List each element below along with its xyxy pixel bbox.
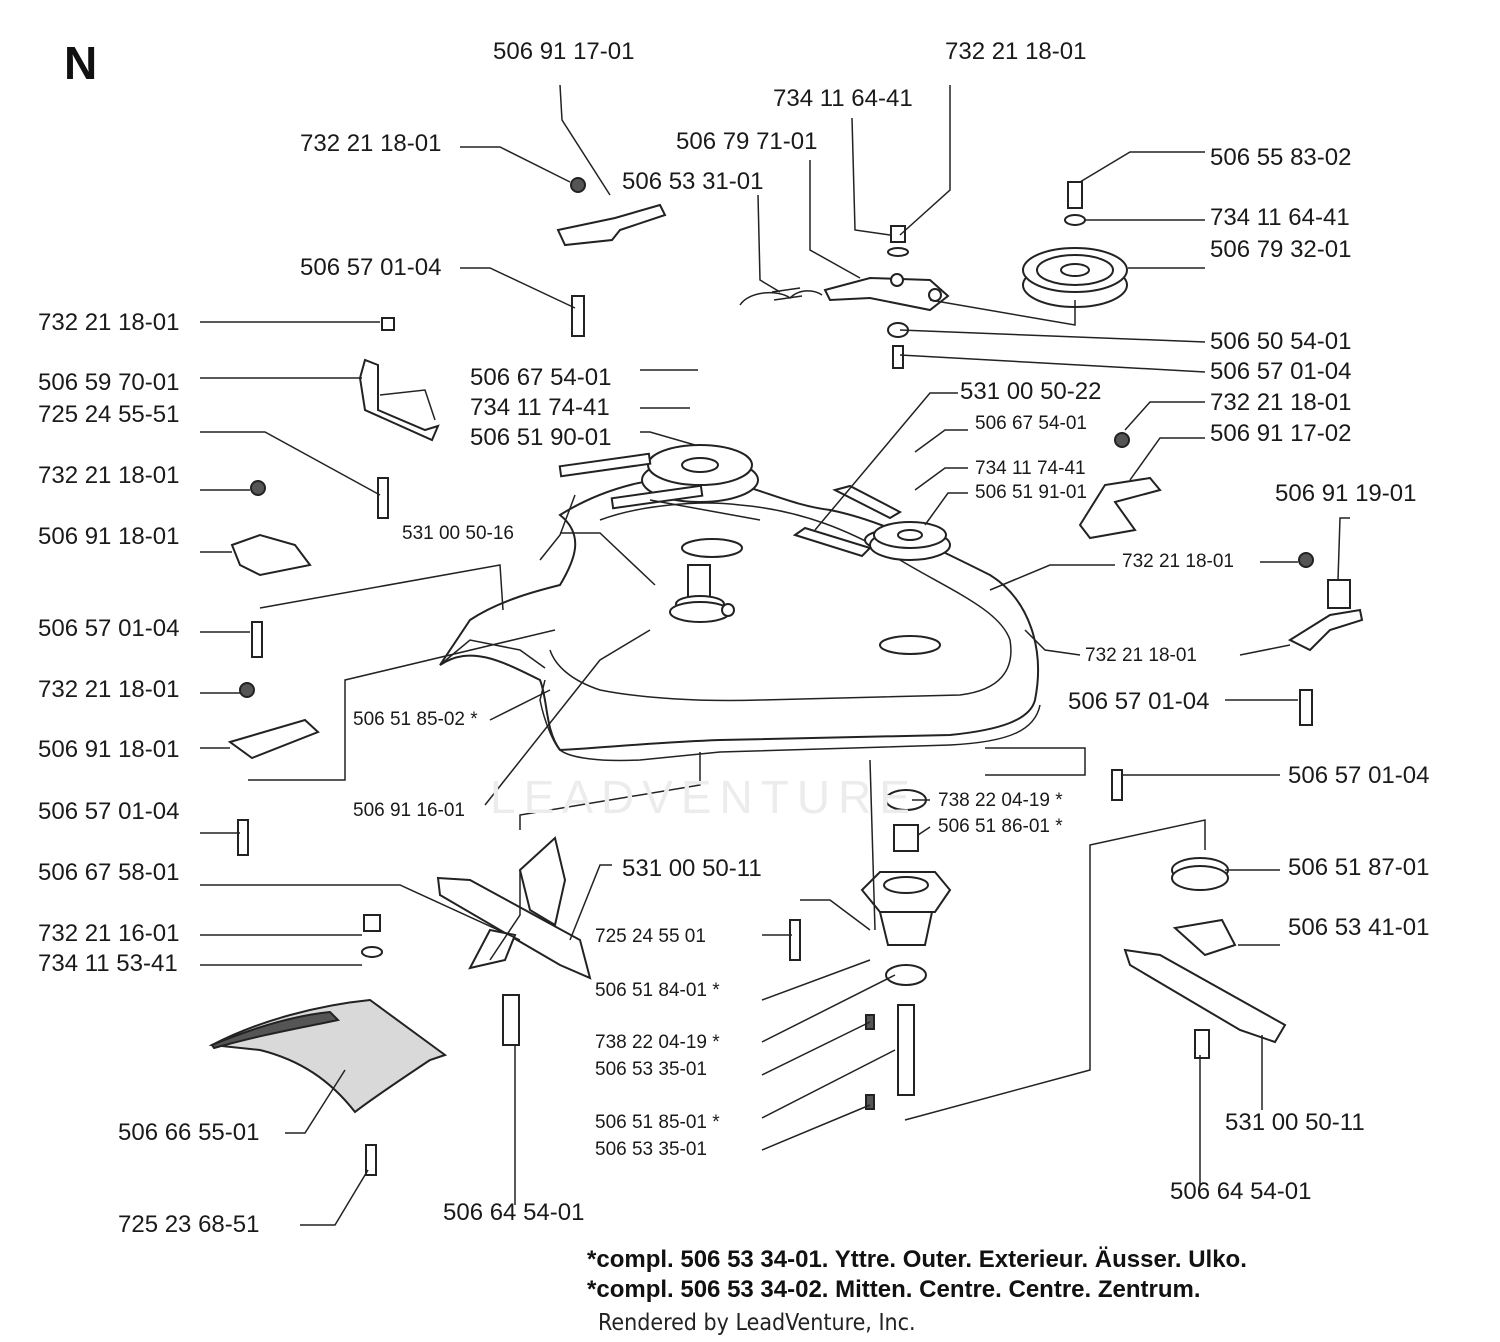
part-label: 531 00 50-16 <box>402 523 514 544</box>
part-label: 506 57 01-04 <box>1288 762 1430 789</box>
part-label: 506 51 84-01 * <box>595 980 720 1001</box>
part-label: 732 21 18-01 <box>38 462 180 489</box>
leader-lines <box>200 84 1350 1226</box>
idler-pulley <box>1022 181 1128 308</box>
right-pulley <box>792 484 951 561</box>
part-label: 732 21 18-01 <box>1122 551 1234 572</box>
part-label: 506 53 35-01 <box>595 1139 707 1160</box>
footnote-centre: *compl. 506 53 34-02. Mitten. Centre. Ce… <box>587 1276 1201 1303</box>
part-label: 506 57 01-04 <box>300 254 442 281</box>
part-label: 506 51 86-01 * <box>938 816 1063 837</box>
part-label: 506 57 01-04 <box>38 615 180 642</box>
bracket-506-91-18-01-lower <box>227 682 320 856</box>
part-label: 506 55 83-02 <box>1210 144 1352 171</box>
part-label: 531 00 50-11 <box>1225 1109 1365 1136</box>
part-label: 732 21 18-01 <box>300 130 442 157</box>
top-left-bracket <box>556 177 667 337</box>
part-label: 506 53 41-01 <box>1288 914 1430 941</box>
part-label: 732 21 18-01 <box>1210 389 1352 416</box>
bracket-506-91-17-02 <box>1078 432 1162 540</box>
part-label: 506 79 32-01 <box>1210 236 1352 263</box>
part-label: 732 21 18-01 <box>38 309 180 336</box>
part-label: 506 53 35-01 <box>595 1059 707 1080</box>
part-label: 531 00 50-11 <box>622 855 762 882</box>
part-label: 506 91 18-01 <box>38 523 180 550</box>
part-label: 725 24 55 01 <box>595 926 706 947</box>
part-label: 506 67 54-01 <box>470 364 612 391</box>
part-label: 506 51 91-01 <box>975 482 1087 503</box>
part-label: 506 51 87-01 <box>1288 854 1430 881</box>
center-spindle <box>669 564 735 623</box>
part-label: 732 21 16-01 <box>38 920 180 947</box>
deflector-shield <box>208 914 448 1176</box>
bracket-506-59-70-01 <box>358 317 440 519</box>
part-label: 738 22 04-19 * <box>938 790 1063 811</box>
part-label: 531 00 50-22 <box>960 378 1102 405</box>
part-label: 506 67 54-01 <box>975 413 1087 434</box>
part-label: 506 79 71-01 <box>676 128 818 155</box>
part-label: 506 64 54-01 <box>443 1199 585 1226</box>
part-label: 734 11 64-41 <box>773 85 913 112</box>
render-credit: Rendered by LeadVenture, Inc. <box>598 1310 916 1336</box>
watermark: LEADVENTURE <box>490 771 918 823</box>
section-letter: N <box>64 37 98 89</box>
part-label: 734 11 53-41 <box>38 950 178 977</box>
part-label: 734 11 64-41 <box>1210 204 1350 231</box>
footnote-outer: *compl. 506 53 34-01. Yttre. Outer. Exte… <box>587 1246 1247 1273</box>
part-label: 506 50 54-01 <box>1210 328 1352 355</box>
mower-deck-housing <box>439 476 1041 762</box>
idler-arm <box>739 225 950 369</box>
part-label: 506 57 01-04 <box>38 798 180 825</box>
part-label: 506 64 54-01 <box>1170 1178 1312 1205</box>
part-label: 506 91 19-01 <box>1275 480 1417 507</box>
part-label: 506 91 16-01 <box>353 800 465 821</box>
left-pulley <box>558 444 761 521</box>
part-label: 506 57 01-04 <box>1210 358 1352 385</box>
left-blade <box>436 836 592 1046</box>
part-label: 732 21 18-01 <box>945 38 1087 65</box>
right-blade <box>1123 857 1287 1059</box>
part-label: 725 24 55-51 <box>38 401 180 428</box>
part-label: 506 51 85-02 * <box>353 709 478 730</box>
part-label: 506 91 17-01 <box>493 38 635 65</box>
part-label: 506 59 70-01 <box>38 369 180 396</box>
part-label: 734 11 74-41 <box>975 458 1086 479</box>
part-label: 506 53 31-01 <box>622 168 764 195</box>
part-label: 506 91 18-01 <box>38 736 180 763</box>
part-label: 506 57 01-04 <box>1068 688 1210 715</box>
part-label: 725 23 68-51 <box>118 1211 260 1238</box>
bracket-506-91-18-01-upper <box>230 480 312 658</box>
part-label: 506 66 55-01 <box>118 1119 260 1146</box>
part-label: 506 67 58-01 <box>38 859 180 886</box>
part-label: 732 21 18-01 <box>1085 645 1197 666</box>
part-label: 506 51 90-01 <box>470 424 612 451</box>
part-label: 506 51 85-01 * <box>595 1112 720 1133</box>
part-label: 734 11 74-41 <box>470 394 610 421</box>
part-label: 506 91 17-02 <box>1210 420 1352 447</box>
bracket-506-91-19-01 <box>1287 552 1364 726</box>
part-label: 732 21 18-01 <box>38 676 180 703</box>
part-label: 738 22 04-19 * <box>595 1032 720 1053</box>
